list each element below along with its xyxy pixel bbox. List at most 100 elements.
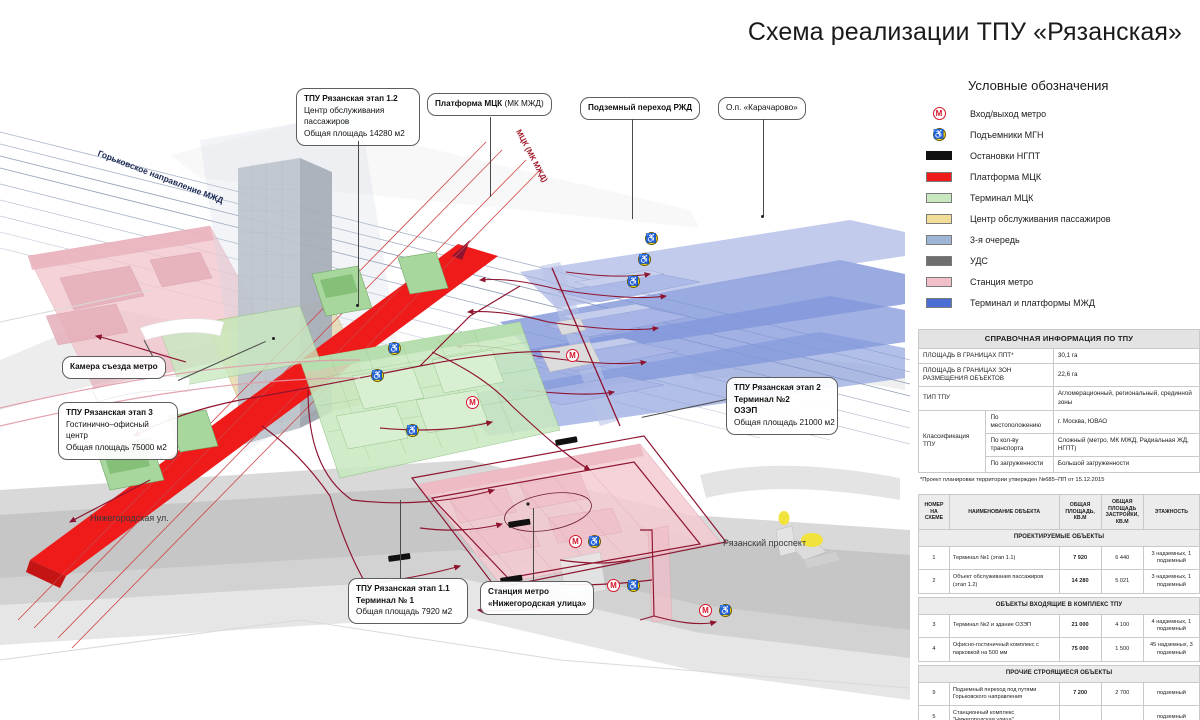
legend-label-6: 3-я очередь (970, 234, 1020, 245)
callout-stage-1-2[interactable]: ТПУ Рязанская этап 1.2 Центр обслуживани… (296, 88, 420, 146)
callout-stage-1-1-line3: Общая площадь 7920 м2 (356, 607, 453, 617)
cell-num: 4 (918, 637, 950, 662)
cell-name: Объект обслуживания пассажиров (этап 1.2… (948, 569, 1060, 594)
classification-2-value: Большой загруженности (1052, 456, 1200, 473)
pedestrian-routes-center (68, 285, 718, 627)
legend-label-3: Платформа МЦК (970, 171, 1042, 182)
reference-info-table: СПРАВОЧНАЯ ИНФОРМАЦИЯ ПО ТПУ ПЛОЩАДЬ В Г… (917, 329, 1200, 473)
cell-area: 21 000 (1058, 613, 1102, 639)
cell-area: 7 920 (1058, 545, 1102, 571)
mgn-lift-badge-9[interactable]: ♿ (719, 604, 732, 617)
cell-build: 4 100 (1100, 613, 1144, 639)
cell-floors: 45 надземных, 3 подземный (1142, 637, 1200, 662)
metro-route-outline (410, 435, 728, 589)
mgn-lift-badge-8[interactable]: ♿ (627, 579, 640, 592)
col-number: НОМЕР НА СХЕМЕ (918, 494, 950, 531)
leader-dot-stage-1-2 (356, 304, 359, 307)
callout-stage-3-line2: Гостинично–офисный (66, 419, 149, 429)
objects-section-1: ОБЪЕКТЫ ВХОДЯЩИЕ В КОМПЛЕКС ТПУ (918, 596, 1200, 615)
cell-name: Подземный переход под путями Горьковског… (948, 681, 1060, 707)
cell-floors: 3 надземных, 1 подземный (1142, 569, 1200, 594)
metro-station-nizhegorodskaya (419, 443, 721, 623)
classification-1-label: По кол-ву транспорта (985, 433, 1054, 458)
metro-entrance-badge-3[interactable]: М (569, 535, 582, 548)
page-title: Схема реализации ТПУ «Рязанская» (747, 18, 1182, 46)
legend-swatch-3 (926, 171, 952, 182)
legend-label-9: Терминал и платформы МЖД (970, 297, 1096, 308)
callout-mck-platform[interactable]: Платформа МЦК (МК МЖД) (427, 93, 552, 116)
mgn-lift-badge-4[interactable]: ♿ (645, 232, 658, 245)
cell-name: Терминал №1 (этап 1.1) (948, 545, 1060, 571)
metro-entrance-badge-2[interactable]: М (466, 396, 479, 409)
leader-dot-karacharovo (761, 215, 764, 218)
classification-1-value: Сложный (метро, МК МЖД, Радиальная ЖД, Н… (1052, 433, 1200, 458)
misc-roads (91, 318, 225, 403)
legend-swatch-2 (926, 151, 952, 160)
callout-stage-1-1-line2: Терминал № 1 (356, 595, 415, 605)
legend-item-2: Остановки НГПТ (918, 145, 1200, 166)
mgn-lift-badge-3[interactable]: ♿ (406, 424, 419, 437)
cell-floors: 3 надземных, 1 подземный (1142, 545, 1200, 571)
callout-metro-station[interactable]: Станция метро «Нижегородская улица» (480, 581, 594, 616)
classification-label: Классификация ТПУ (917, 409, 987, 473)
legend-label-7: УДС (970, 255, 988, 266)
cell-floors: подземный (1142, 681, 1200, 707)
legend-item-1: ♿Подъемники МГН (918, 124, 1200, 145)
metro-tunnels (0, 359, 361, 427)
callout-stage-1-2-line4: Общая площадь 14280 м2 (304, 128, 405, 138)
callout-rzd-underpass[interactable]: Подземный переход РЖД (580, 97, 701, 120)
metro-entrance-badge-4[interactable]: М (607, 579, 620, 592)
legend-label-4: Терминал МЦК (970, 192, 1034, 203)
metro-entrance-badge-1[interactable]: М (566, 349, 579, 362)
mgn-lift-badge-5[interactable]: ♿ (638, 253, 651, 266)
callout-karacharovo[interactable]: О.п. «Карачарово» (718, 97, 806, 120)
classification-0-label: По местоположению (985, 409, 1054, 435)
objects-table: НОМЕР НА СХЕМЕ НАИМЕНОВАНИЕ ОБЪЕКТА ОБЩА… (918, 494, 1200, 720)
col-floors: ЭТАЖНОСТЬ (1142, 494, 1200, 531)
karacharovo-buildings (775, 511, 840, 568)
objects-section-title-2: ПРОЧИЕ СТРОЯЩИЕСЯ ОБЪЕКТЫ (918, 664, 1200, 683)
mgn-lift-badge-7[interactable]: ♿ (588, 535, 601, 548)
info-row-2-value: Агломерационный, региональный, срединной… (1052, 386, 1200, 411)
mgn-lift-badge-6[interactable]: ♿ (627, 275, 640, 288)
mgn-lift-badge-2[interactable]: ♿ (371, 369, 384, 382)
reference-footnote: *Проект планировки территории утвержден … (920, 476, 1105, 483)
info-row-1-label: ПЛОЩАДЬ В ГРАНИЦАХ ЗОН РАЗМЕЩЕНИЯ ОБЪЕКТ… (918, 363, 1054, 388)
metro-entrance-badge-5[interactable]: М (699, 604, 712, 617)
callout-stage-2-line2: Терминал №2 (734, 394, 790, 404)
callout-karacharovo-line1: О.п. «Карачарово» (726, 103, 798, 112)
cell-build: 5 021 (1100, 569, 1144, 594)
callout-stage-3[interactable]: ТПУ Рязанская этап 3 Гостинично–офисный … (58, 402, 178, 460)
callout-stage-1-1[interactable]: ТПУ Рязанская этап 1.1 Терминал № 1 Обща… (348, 578, 468, 624)
callout-stage-3-line4: Общая площадь 75000 м2 (66, 442, 167, 452)
cell-area: 14 280 (1058, 569, 1102, 594)
cell-area: 7 200 (1058, 681, 1102, 707)
reference-info-header: СПРАВОЧНАЯ ИНФОРМАЦИЯ ПО ТПУ (918, 329, 1200, 349)
callout-mck-platform-line2: (МК МЖД) (502, 99, 544, 108)
classification-0-value: г. Москва, ЮВАО (1052, 409, 1200, 435)
callout-stage-1-2-line1: ТПУ Рязанская этап 1.2 (304, 94, 398, 103)
callout-stage-2-line4: Общая площадь 21000 м2 (734, 417, 835, 427)
callout-stage-2[interactable]: ТПУ Рязанская этап 2 Терминал №2 ОЗЭП Об… (726, 377, 838, 435)
legend-label-8: Станция метро (970, 276, 1034, 287)
callout-metro-chamber[interactable]: Камера съезда метро (62, 356, 166, 379)
objects-section-title-0: ПРОЕКТИРУЕМЫЕ ОБЪЕКТЫ (918, 529, 1200, 547)
metro-icon: М (926, 107, 952, 120)
callout-stage-3-line1: ТПУ Рязанская этап 3 (66, 408, 153, 417)
cell-build (1100, 705, 1144, 720)
legend-swatch-8 (926, 276, 952, 287)
legend-swatch-4 (926, 192, 952, 203)
legend-item-3: Платформа МЦК (918, 166, 1200, 187)
leader-stage-1-1 (400, 500, 401, 578)
mgn-lift-badge-1[interactable]: ♿ (388, 342, 401, 355)
info-row-2-label: ТИП ТПУ (918, 386, 1054, 411)
leader-metro-station (533, 508, 534, 581)
cell-build: 2 700 (1100, 681, 1144, 707)
